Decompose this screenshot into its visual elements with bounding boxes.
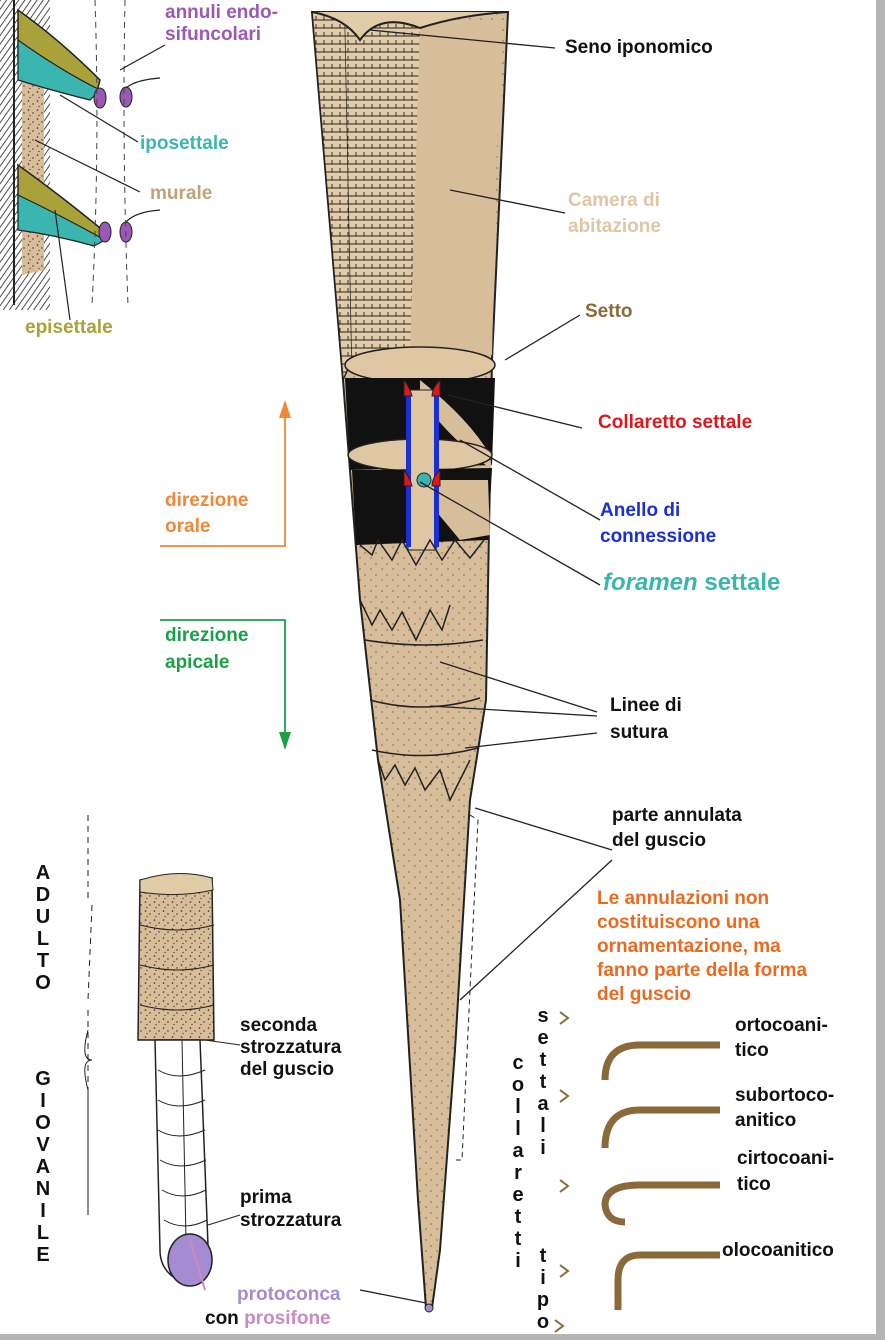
- camera-label-1: Camera di: [568, 190, 660, 212]
- seconda-strozzatura-1: seconda: [240, 1015, 317, 1037]
- con-text: con: [205, 1308, 244, 1329]
- seno-iponomico-label: Seno iponomico: [565, 37, 713, 59]
- olocoanitico-shape: [618, 1255, 720, 1310]
- foramen-italic: foramen: [603, 569, 698, 596]
- setto-label: Setto: [585, 301, 633, 323]
- type-ortocoanitico-1: ortocoani-: [735, 1015, 828, 1037]
- prosifone-label: con prosifone: [205, 1308, 331, 1330]
- orthocone-shell: [312, 12, 508, 1312]
- note-line: Le annulazioni non: [597, 887, 807, 911]
- juvenile-aperture: [140, 873, 213, 894]
- camera-label-2: abitazione: [568, 216, 661, 238]
- note-line: ornamentazione, ma: [597, 935, 807, 959]
- direzione-orale-2: orale: [165, 516, 210, 538]
- annuli-label-1: annuli endo-: [165, 2, 278, 24]
- frame-right: [876, 0, 885, 1340]
- episettale-label: episettale: [25, 317, 113, 339]
- frame-bottom: [0, 1334, 885, 1340]
- note-line: fanno parte della forma: [597, 959, 807, 983]
- murale-label: murale: [150, 183, 212, 205]
- protoconca-label: protoconca: [237, 1284, 340, 1306]
- septal-neck-types: [555, 1012, 720, 1332]
- collaretto-label: Collaretto settale: [598, 412, 752, 434]
- endosiphuncular-annulus: [120, 87, 132, 107]
- septum-upper: [345, 347, 495, 383]
- seconda-strozzatura-3: del guscio: [240, 1059, 334, 1081]
- endosiphuncular-annulus: [94, 88, 106, 108]
- connecting-ring-left: [406, 392, 411, 547]
- juvenile-shell-figure: [85, 815, 240, 1290]
- murale-deposit: [22, 60, 44, 275]
- subortocoanitico-shape: [605, 1110, 720, 1148]
- iposettale-label: iposettale: [140, 133, 229, 155]
- seconda-strozzatura-2: strozzatura: [240, 1037, 341, 1059]
- protoconch-tip: [425, 1304, 433, 1312]
- prosifone-text: prosifone: [244, 1308, 331, 1329]
- foramen-rest: settale: [698, 569, 781, 596]
- type-olocoanitico: olocoanitico: [722, 1240, 834, 1262]
- siphuncle-tube: [408, 390, 436, 550]
- parte-annulata-2: del guscio: [612, 830, 706, 852]
- ortocoanitico-shape: [605, 1045, 720, 1080]
- anello-label-1: Anello di: [600, 500, 680, 522]
- type-ortocoanitico-2: tico: [735, 1040, 769, 1062]
- direzione-apicale-1: direzione: [165, 625, 248, 647]
- siphuncle-detail-inset: [0, 0, 165, 320]
- cirtocoanitico-shape: [605, 1185, 720, 1222]
- type-subortocoanitico-1: subortoco-: [735, 1085, 834, 1107]
- direzione-orale-1: direzione: [165, 490, 248, 512]
- prima-strozzatura-1: prima: [240, 1187, 292, 1209]
- prima-strozzatura-2: strozzatura: [240, 1210, 341, 1232]
- shell-cut-wall-left: [312, 12, 352, 380]
- connecting-ring-right: [434, 392, 439, 547]
- direzione-apicale-2: apicale: [165, 652, 229, 674]
- foramen-label: foramen settale: [603, 570, 780, 596]
- note-line: del guscio: [597, 983, 807, 1007]
- endosiphuncular-annulus: [99, 222, 111, 242]
- annulation-note: Le annulazioni non costituiscono una orn…: [597, 887, 807, 1007]
- type-cirtocoanitico-2: tico: [737, 1174, 771, 1196]
- parte-annulata-1: parte annulata: [612, 805, 742, 827]
- linee-sutura-2: sutura: [610, 722, 668, 744]
- type-cirtocoanitico-1: cirtocoani-: [737, 1148, 834, 1170]
- camera-di-abitazione-area: [410, 20, 500, 355]
- anello-label-2: connessione: [600, 526, 716, 548]
- type-subortocoanitico-2: anitico: [735, 1110, 796, 1132]
- note-line: costituiscono una: [597, 911, 807, 935]
- linee-sutura-1: Linee di: [610, 695, 682, 717]
- adult-annulated-section: [138, 878, 214, 1040]
- annuli-label-2: sifuncolari: [165, 24, 261, 46]
